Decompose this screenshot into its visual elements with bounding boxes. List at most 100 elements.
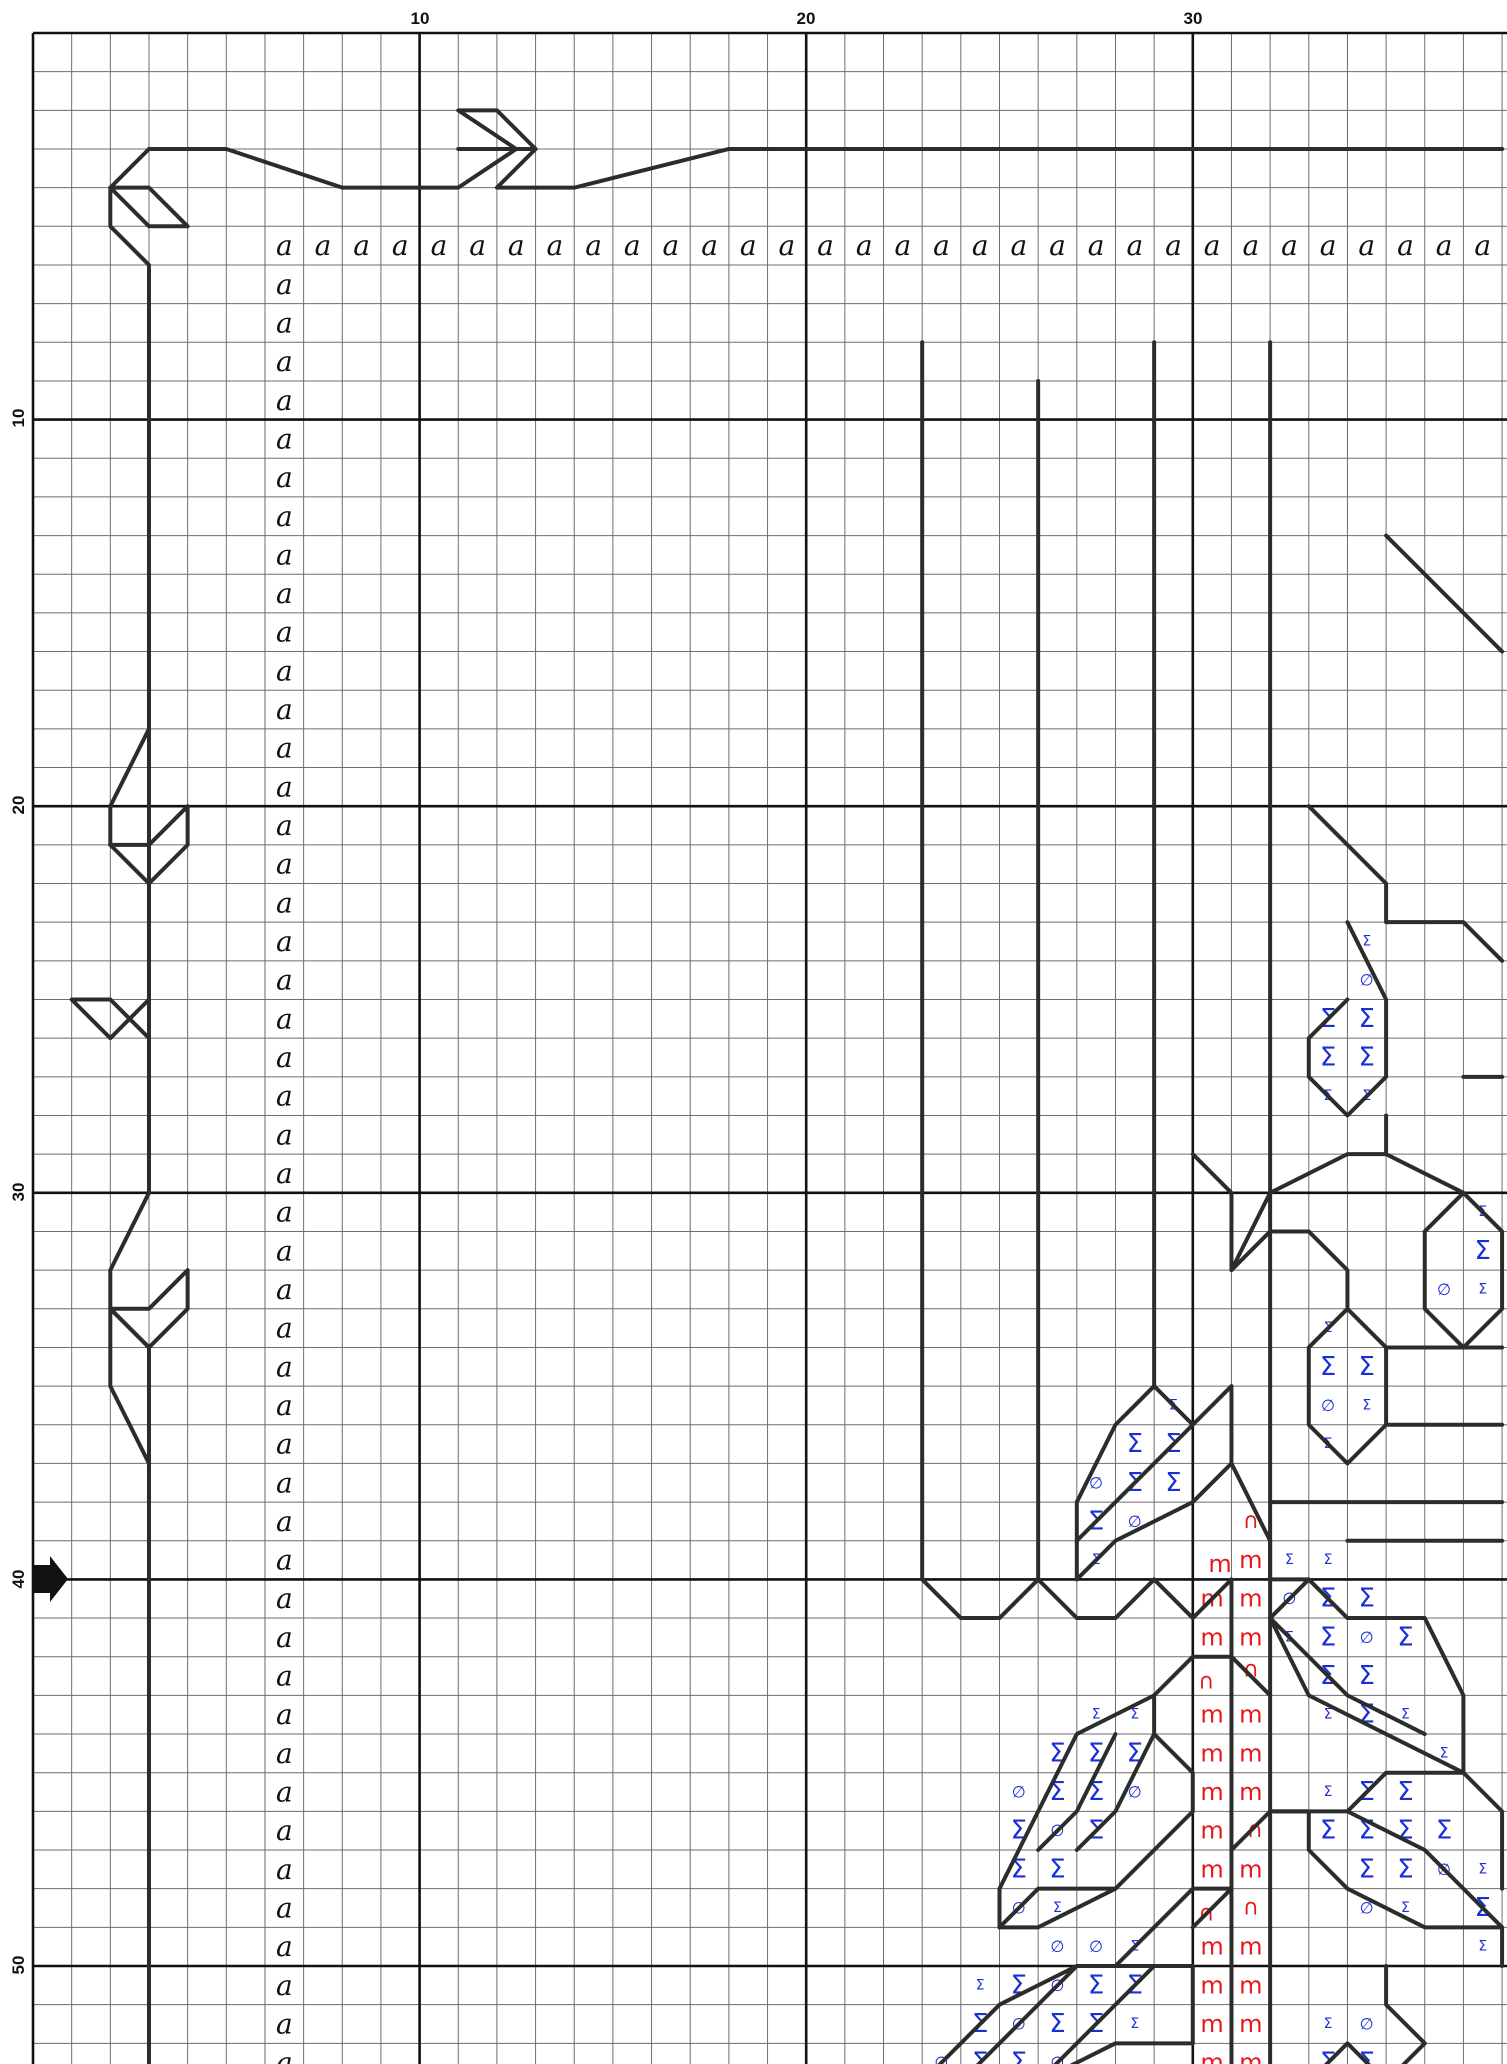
- leaf-quarter-stitch-symbol: ∅: [1051, 1937, 1065, 1956]
- border-stitch-symbol: a: [276, 925, 293, 958]
- leaf-stitch-symbol: Σ: [1049, 1854, 1065, 1884]
- leaf-stitch-symbol: Σ: [1436, 1816, 1452, 1846]
- border-stitch-symbol: a: [276, 809, 293, 842]
- border-stitch-symbol: a: [1320, 229, 1337, 262]
- border-stitch-symbol: a: [276, 1505, 293, 1538]
- border-stitch-symbol: a: [276, 1582, 293, 1615]
- border-stitch-symbol: a: [933, 229, 950, 262]
- stem-stitch-symbol: m: [1200, 1739, 1223, 1767]
- leaf-stitch-symbol: Σ: [1320, 1622, 1336, 1652]
- leaf-stitch-symbol: Σ: [1397, 1622, 1413, 1652]
- border-stitch-symbol: a: [276, 1428, 293, 1461]
- border-stitch-symbol: a: [276, 1853, 293, 1886]
- border-stitch-symbol: a: [1126, 229, 1143, 262]
- leaf-small-stitch-symbol: Σ: [1401, 1900, 1410, 1916]
- backstitch-line: [1270, 1579, 1309, 1618]
- stem-stitch-symbol: m: [1239, 1701, 1262, 1729]
- stem-stitch-symbol: m: [1200, 1971, 1223, 1999]
- border-stitch-symbol: a: [276, 1737, 293, 1770]
- leaf-small-stitch-symbol: Σ: [1478, 1861, 1487, 1877]
- border-stitch-symbol: a: [276, 886, 293, 919]
- border-stitch-symbol: a: [276, 1698, 293, 1731]
- border-stitch-symbol: a: [276, 2046, 293, 2064]
- border-stitch-symbol: a: [1204, 229, 1221, 262]
- border-stitch-symbol: a: [276, 1196, 293, 1229]
- leaf-stitch-symbol: Σ: [1359, 1352, 1375, 1382]
- border-stitch-symbol: a: [276, 422, 293, 455]
- stem-stitch-symbol: m: [1239, 1739, 1262, 1767]
- border-stitch-symbol: a: [276, 1234, 293, 1267]
- column-label-20: 20: [797, 9, 816, 28]
- border-stitch-symbol: a: [276, 1273, 293, 1306]
- backstitch-line: [1386, 536, 1502, 652]
- column-label-10: 10: [411, 9, 430, 28]
- border-stitch-symbol: a: [663, 229, 680, 262]
- border-stitch-symbol: a: [276, 1776, 293, 1809]
- border-stitch-symbol: a: [315, 229, 332, 262]
- border-stitch-symbol: a: [1242, 229, 1259, 262]
- stem-stitch-symbol: m: [1239, 2010, 1262, 2038]
- border-stitch-symbol: a: [276, 693, 293, 726]
- border-stitch-symbol: a: [508, 229, 525, 262]
- leaf-quarter-stitch-symbol: ∅: [1321, 1396, 1335, 1415]
- border-stitch-symbol: a: [276, 654, 293, 687]
- leaf-small-stitch-symbol: Σ: [1285, 1552, 1294, 1568]
- leaf-small-stitch-symbol: Σ: [1324, 1552, 1333, 1568]
- row-label-50: 50: [9, 1956, 28, 1975]
- border-stitch-symbol: a: [701, 229, 718, 262]
- stem-stitch-symbol: m: [1239, 1933, 1262, 1961]
- leaf-stitch-symbol: Σ: [1359, 1661, 1375, 1691]
- leaf-quarter-stitch-symbol: ∅: [1089, 1937, 1103, 1956]
- leaf-stitch-symbol: Σ: [1320, 1352, 1336, 1382]
- border-stitch-symbol: a: [276, 1930, 293, 1963]
- border-stitch-symbol: a: [276, 345, 293, 378]
- border-stitch-symbol: a: [276, 1466, 293, 1499]
- row-label-40: 40: [9, 1570, 28, 1589]
- leaf-stitch-symbol: Σ: [1397, 1777, 1413, 1807]
- border-stitch-symbol: a: [276, 1814, 293, 1847]
- border-stitch-symbol: a: [894, 229, 911, 262]
- leaf-small-stitch-symbol: Σ: [1053, 1900, 1062, 1916]
- leaf-small-stitch-symbol: Σ: [1440, 1745, 1449, 1761]
- border-stitch-symbol: a: [276, 1660, 293, 1693]
- border-stitch-symbol: a: [585, 229, 602, 262]
- leaf-small-stitch-symbol: Σ: [1092, 1707, 1101, 1723]
- leaf-stitch-symbol: Σ: [1011, 2048, 1027, 2064]
- border-stitch-symbol: a: [469, 229, 486, 262]
- minor-grid: [33, 33, 1507, 2064]
- leaf-small-stitch-symbol: Σ: [1401, 1707, 1410, 1723]
- border-stitch-symbol: a: [624, 229, 641, 262]
- leaf-small-stitch-symbol: Σ: [1478, 1281, 1487, 1297]
- row-label-30: 30: [9, 1183, 28, 1202]
- border-stitch-symbol: a: [276, 538, 293, 571]
- current-row-arrow-icon: [34, 1556, 68, 1602]
- border-stitch-symbol: a: [1088, 229, 1105, 262]
- border-stitch-symbol: a: [276, 1157, 293, 1190]
- border-stitch-symbol: a: [276, 848, 293, 881]
- border-stitch-symbol: a: [392, 229, 409, 262]
- border-stitch-symbol: a: [276, 1389, 293, 1422]
- leaf-stitch-symbol: Σ: [1165, 1468, 1181, 1498]
- border-stitch-symbol: a: [353, 229, 370, 262]
- border-stitch-symbol: a: [276, 1544, 293, 1577]
- stem-stitch-symbol: m: [1200, 2049, 1223, 2064]
- border-stitch-symbol: a: [276, 1118, 293, 1151]
- leaf-stitch-symbol: Σ: [1397, 1854, 1413, 1884]
- stem-stitch-symbol: m: [1200, 1778, 1223, 1806]
- leaf-stitch-symbol: Σ: [1359, 1854, 1375, 1884]
- stem-stitch-symbol: m: [1239, 1585, 1262, 1613]
- border-stitch-symbol: a: [276, 1080, 293, 1113]
- border-stitch-symbol: a: [431, 229, 448, 262]
- leaf-small-stitch-symbol: Σ: [1324, 1707, 1333, 1723]
- row-label-10: 10: [9, 409, 28, 428]
- stem-stitch-symbol: m: [1200, 1817, 1223, 1845]
- border-stitch-symbol: a: [817, 229, 834, 262]
- stem-stitch-symbol: m: [1200, 1701, 1223, 1729]
- leaf-small-stitch-symbol: Σ: [1362, 934, 1371, 950]
- border-stitch-symbol: a: [1474, 229, 1491, 262]
- stem-stitch-symbol: m: [1239, 1778, 1262, 1806]
- leaf-stitch-symbol: Σ: [1088, 1970, 1104, 2000]
- stem-stitch-symbol: m: [1208, 1550, 1231, 1578]
- row-label-20: 20: [9, 796, 28, 815]
